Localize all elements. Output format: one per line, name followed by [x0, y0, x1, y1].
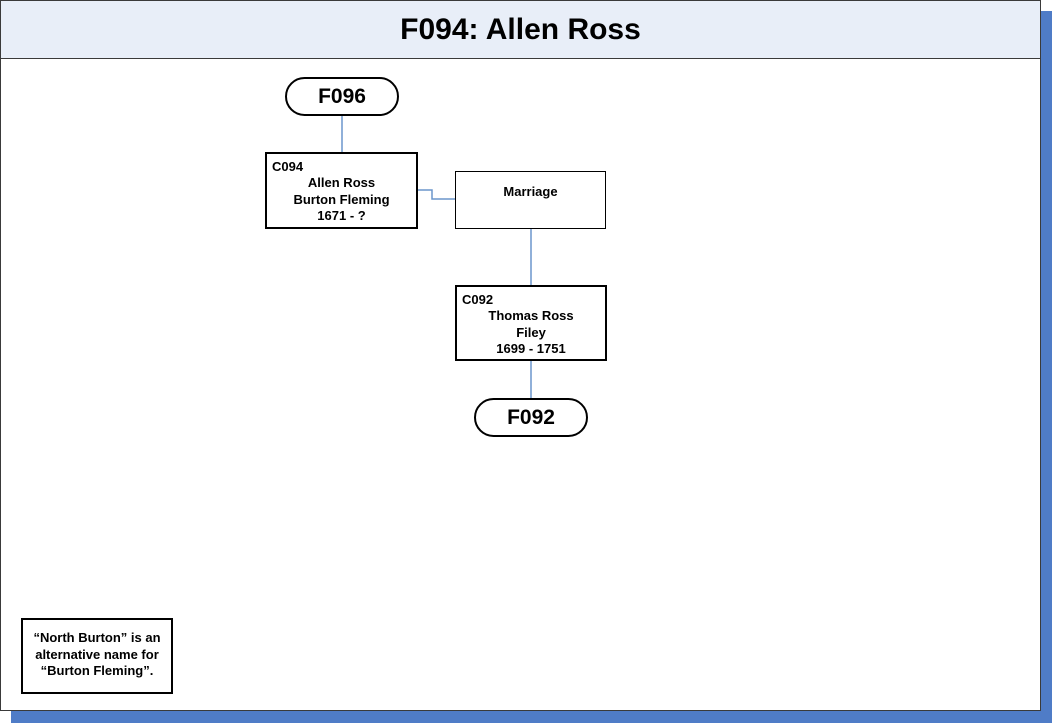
parent-family-node[interactable]: F096: [285, 77, 399, 116]
person-dates: 1699 - 1751: [496, 341, 566, 356]
parent-family-label: F096: [318, 84, 366, 108]
connector-c094-marriage: [418, 189, 456, 200]
note-line: “Burton Fleming”.: [40, 663, 154, 678]
marriage-label: Marriage: [503, 184, 558, 199]
note-line: “North Burton” is an: [33, 630, 161, 645]
marriage-node[interactable]: Marriage: [455, 171, 606, 229]
person-place: Filey: [516, 324, 546, 340]
person-name: Thomas Ross: [488, 308, 574, 323]
person-node-child[interactable]: C092 Thomas Ross Filey 1699 - 1751: [455, 285, 607, 361]
person-dates: 1671 - ?: [317, 208, 366, 223]
person-id: C092: [462, 292, 494, 307]
child-family-node[interactable]: F092: [474, 398, 588, 437]
person-name: Allen Ross: [307, 175, 376, 190]
person-place: Burton Fleming: [293, 191, 390, 207]
child-family-label: F092: [507, 405, 555, 429]
person-node-father[interactable]: C094 Allen Ross Burton Fleming 1671 - ?: [265, 152, 418, 229]
note-line: alternative name for: [35, 646, 159, 662]
person-id: C094: [272, 159, 304, 174]
chart-title: F094: Allen Ross: [400, 12, 641, 46]
chart-header: F094: Allen Ross: [1, 1, 1040, 59]
note-box: “North Burton” is an alternative name fo…: [21, 618, 173, 694]
connector-lines: [341, 116, 532, 398]
chart-page: F094: Allen Ross F096 C094 Allen Ross Bu…: [0, 0, 1041, 711]
